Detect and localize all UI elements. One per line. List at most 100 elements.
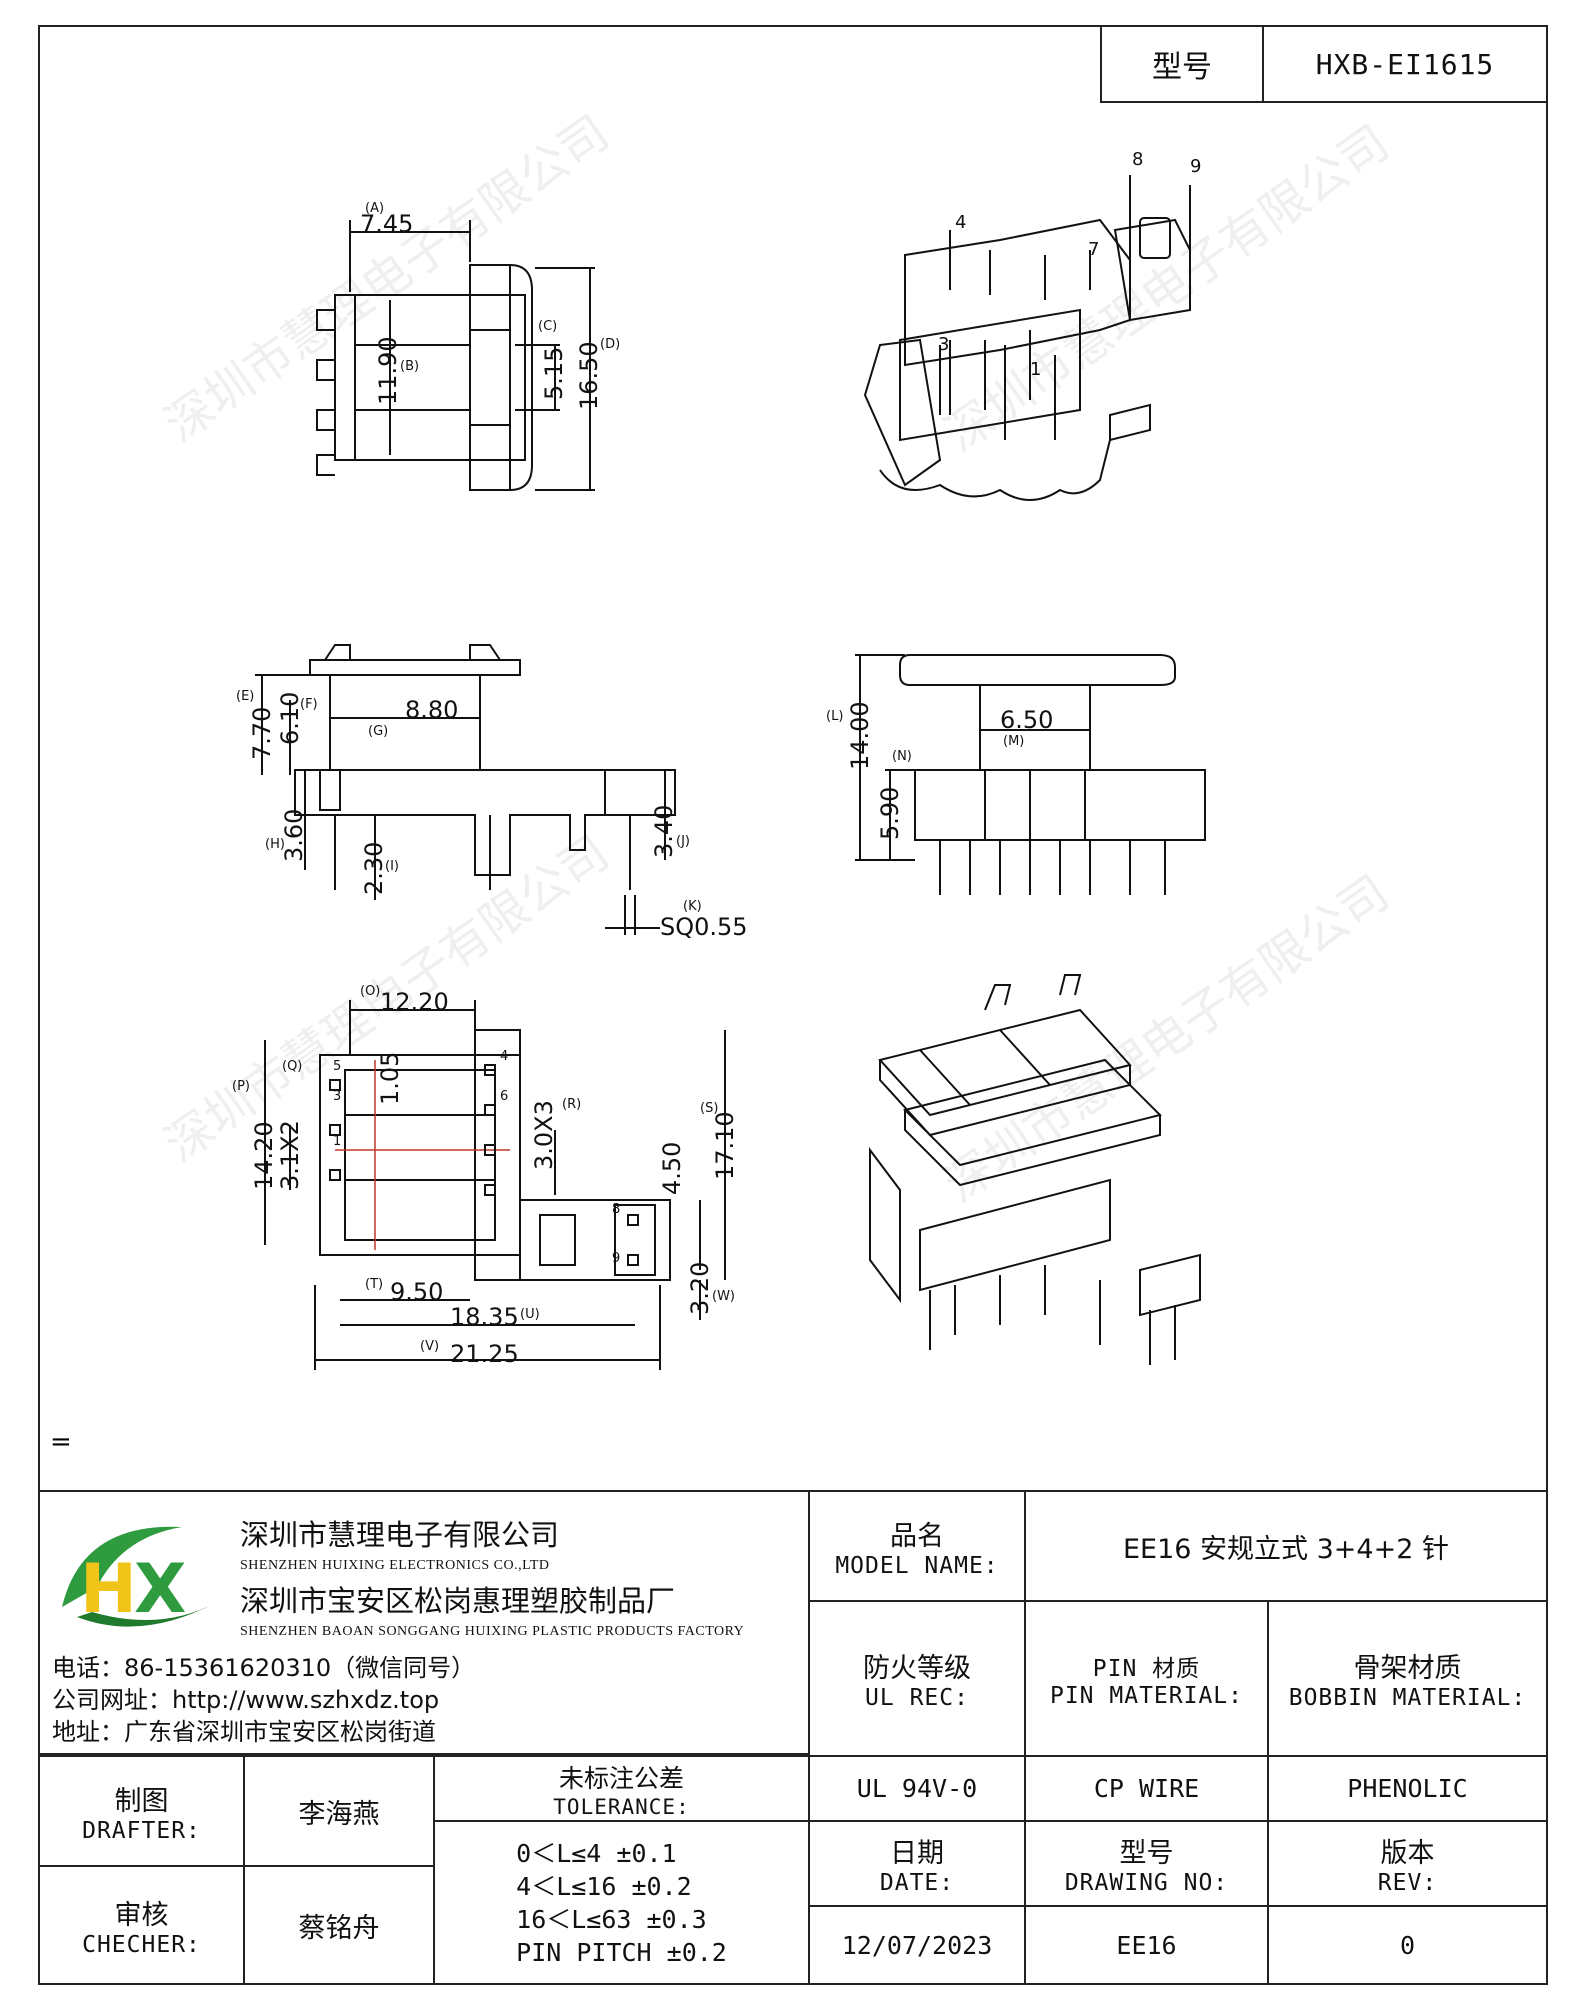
ul-cn: 防火等级 <box>863 1653 971 1684</box>
dim-r-value: 3.0X3 <box>530 1100 558 1170</box>
iso-pin-3: 3 <box>938 334 949 355</box>
dim-o-value: 12.20 <box>380 988 449 1016</box>
dim-v-value: 21.25 <box>450 1340 519 1368</box>
company-name-en: SHENZHEN HUIXING ELECTRONICS CO.,LTD <box>240 1558 550 1573</box>
dim-c-value: 5.15 <box>540 347 568 400</box>
dim-b-value: 11.90 <box>374 336 402 405</box>
company-logo-icon: H X <box>62 1526 217 1629</box>
dim-l-tag: (L) <box>826 709 843 724</box>
dim-j-tag: (J) <box>676 834 690 849</box>
dim-pitch-left: 3.1X2 <box>276 1120 304 1190</box>
drawing-label-cell: 型号 DRAWING NO: <box>1024 1820 1269 1907</box>
bobbin-value: PHENOLIC <box>1347 1774 1468 1803</box>
dim-n-value: 5.90 <box>876 787 904 840</box>
pin-value: CP WIRE <box>1093 1774 1200 1803</box>
bobbin-material-cn: 骨架材质 <box>1353 1653 1462 1684</box>
dim-f-tag: (F) <box>300 697 318 712</box>
drafter-cn: 制图 <box>114 1785 169 1817</box>
dim-m-tag: (M) <box>1003 734 1024 749</box>
drawing-cn: 型号 <box>1119 1838 1174 1869</box>
drafter-en: DRAFTER: <box>82 1817 201 1844</box>
dim-k-value: SQ0.55 <box>660 913 748 941</box>
model-name-cn: 品名 <box>890 1520 944 1552</box>
dim-p-tag: (P) <box>232 1079 250 1094</box>
logo-letter-x: X <box>134 1550 186 1629</box>
dim-a-tag: (A) <box>365 201 384 216</box>
drafter-name: 李海燕 <box>298 1798 380 1830</box>
checker-name: 蔡铭舟 <box>298 1912 380 1944</box>
dim-m-value: 6.50 <box>1000 706 1053 734</box>
pin-label: 5 <box>333 1059 341 1074</box>
date-cn: 日期 <box>890 1838 944 1869</box>
checker-en: CHECHER: <box>82 1931 201 1958</box>
ul-value: UL 94V-0 <box>856 1774 978 1803</box>
dim-q-tag: (Q) <box>282 1059 302 1074</box>
dim-k-tag: (K) <box>683 899 702 914</box>
model-name-label-cell: 品名 MODEL NAME: <box>808 1490 1026 1602</box>
tolerance-cn: 未标注公差 <box>558 1763 684 1793</box>
dim-c-tag: (C) <box>538 319 557 334</box>
dim-a-value: 7.45 <box>360 210 413 238</box>
dim-t-value: 9.50 <box>390 1278 443 1306</box>
iso-pin-9: 9 <box>1190 156 1201 177</box>
dim-e-tag: (E) <box>236 689 254 704</box>
model-name-value-cell: EE16 安规立式 3+4+2 针 <box>1024 1490 1548 1602</box>
title-block: H X 深圳市慧理电子有限公司 SHENZHEN HUIXING ELECTRO… <box>38 1490 1548 1985</box>
iso-view-bottom <box>869 974 1201 1365</box>
tolerance-line: 16＜L≤63 ±0.3 <box>516 1904 707 1934</box>
ul-value-cell: UL 94V-0 <box>808 1755 1026 1822</box>
bobbin-label-cell: 骨架材质 BOBBIN MATERIAL: <box>1267 1600 1548 1757</box>
rev-label-cell: 版本 REV: <box>1267 1820 1548 1907</box>
dim-i-tag: (I) <box>385 859 399 874</box>
iso-pin-8: 8 <box>1132 149 1143 170</box>
pin-label: 9 <box>612 1251 620 1266</box>
dim-d-value: 16.50 <box>575 341 603 410</box>
tolerance-en: TOLERANCE: <box>553 1794 690 1819</box>
pin-material-cn: PIN 材质 <box>1092 1655 1201 1682</box>
date-label-cell: 日期 DATE: <box>808 1820 1026 1907</box>
drawing-en: DRAWING NO: <box>1064 1870 1229 1896</box>
model-label: 型号 <box>1102 27 1264 101</box>
pin-label: 4 <box>500 1049 508 1064</box>
date-en: DATE: <box>879 1870 955 1896</box>
pin-label: 8 <box>612 1202 620 1217</box>
dim-g-value: 8.80 <box>405 696 458 724</box>
top-view <box>316 220 595 491</box>
rev-cn: 版本 <box>1380 1838 1435 1869</box>
drawing-value: EE16 <box>1116 1930 1177 1960</box>
tolerance-line: 4＜L≤16 ±0.2 <box>516 1871 692 1901</box>
ul-en: UL REC: <box>865 1685 969 1711</box>
pin-label: 1 <box>333 1134 341 1149</box>
engineering-drawing: 7.45 (A) 11.90 (B) 5.15 (C) 16.50 (D) <box>50 149 1206 1457</box>
bobbin-value-cell: PHENOLIC <box>1267 1755 1548 1822</box>
dim-g-tag: (G) <box>368 724 388 739</box>
company-address: 地址：广东省深圳市宝安区松岗街道 <box>52 1718 436 1746</box>
drawing-value-cell: EE16 <box>1024 1905 1269 1985</box>
dim-d-tag: (D) <box>600 337 620 352</box>
pin-label-cell: PIN 材质 PIN MATERIAL: <box>1024 1600 1269 1757</box>
dim-h-tag: (H) <box>265 837 285 852</box>
side-view <box>255 644 676 935</box>
company-cell: H X 深圳市慧理电子有限公司 SHENZHEN HUIXING ELECTRO… <box>38 1490 810 1755</box>
factory-name-en: SHENZHEN BAOAN SONGGANG HUIXING PLASTIC … <box>240 1624 745 1639</box>
checker-cn: 审核 <box>114 1899 169 1931</box>
tolerance-values-cell: 0＜L≤4 ±0.1 4＜L≤16 ±0.2 16＜L≤63 ±0.3 PIN … <box>433 1820 810 1985</box>
company-website[interactable]: 公司网址：http://www.szhxdz.top <box>52 1686 440 1714</box>
dim-w-tag: (W) <box>712 1289 735 1304</box>
dim-h-value: 3.60 <box>280 809 308 862</box>
bobbin-material-en: BOBBIN MATERIAL: <box>1288 1685 1527 1711</box>
logo-letter-h: H <box>80 1550 137 1629</box>
front-view <box>855 654 1206 895</box>
model-name-value: EE16 安规立式 3+4+2 针 <box>1122 1533 1449 1565</box>
rev-value-cell: 0 <box>1267 1905 1548 1985</box>
tolerance-list: 0＜L≤4 ±0.1 4＜L≤16 ±0.2 16＜L≤63 ±0.3 PIN … <box>516 1837 727 1969</box>
pin-label: 6 <box>500 1089 508 1104</box>
dim-r-tag: (R) <box>562 1097 581 1112</box>
pin-label: 3 <box>333 1089 341 1104</box>
company-phone: 电话：86-15361620310（微信同号） <box>52 1654 476 1682</box>
dim-s-value: 17.10 <box>711 1111 739 1180</box>
dim-l-value: 14.00 <box>846 701 874 770</box>
dim-w-value: 3.20 <box>686 1262 714 1315</box>
stray-mark: = <box>50 1427 72 1457</box>
dim-p-value: 14.20 <box>250 1121 278 1190</box>
